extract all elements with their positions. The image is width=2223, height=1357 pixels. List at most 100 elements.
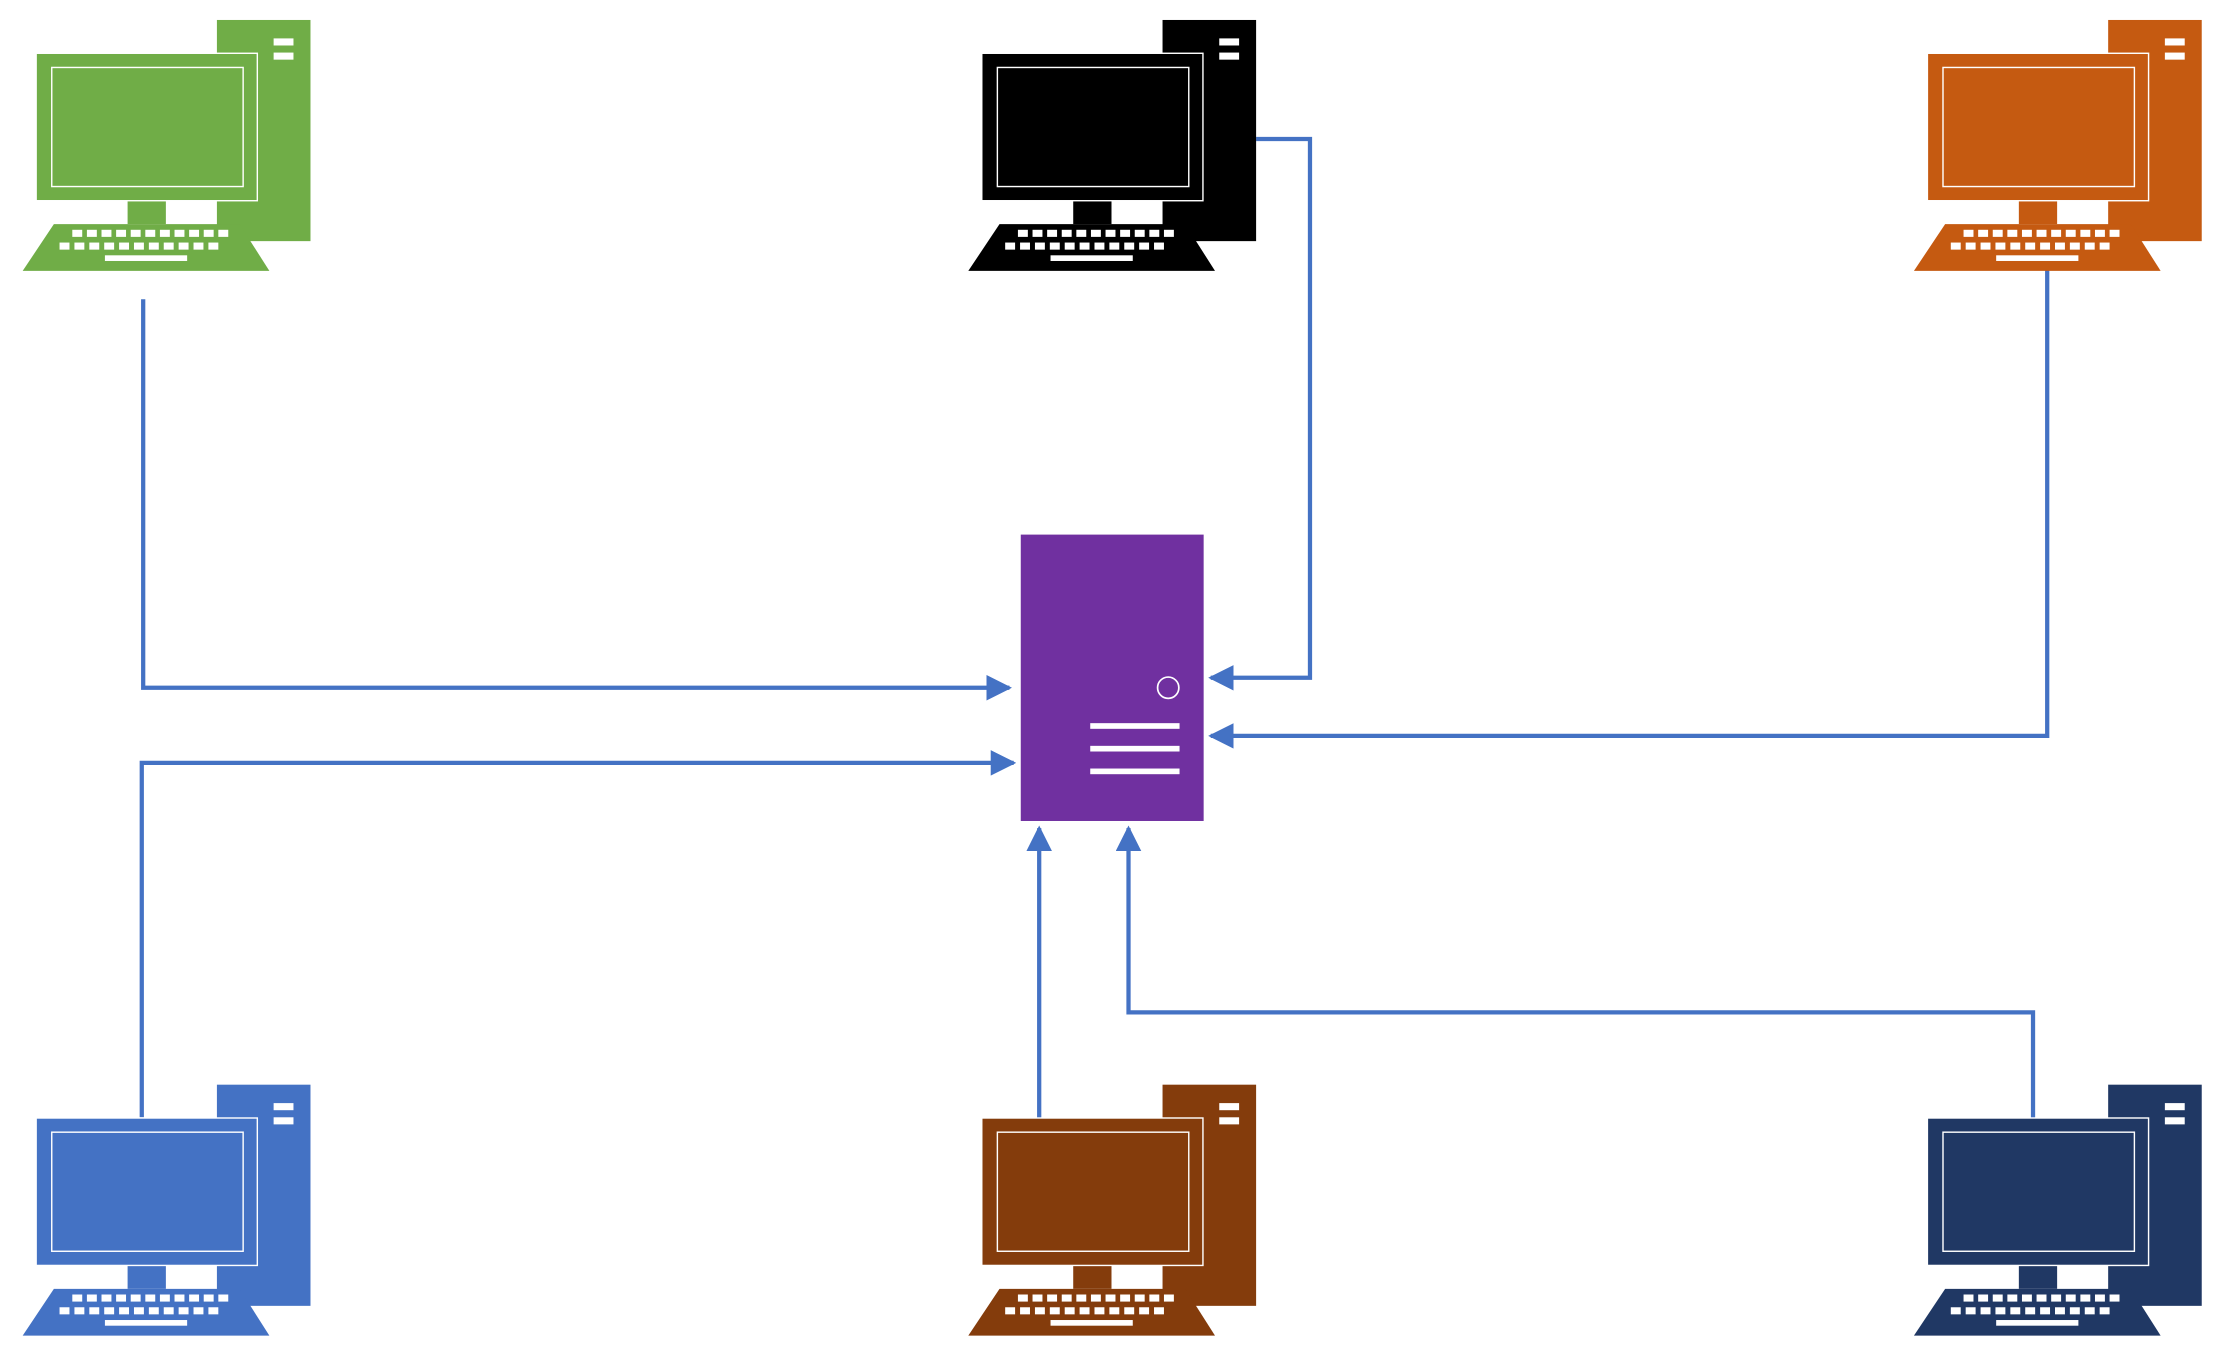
monitor — [981, 52, 1204, 225]
drive-bay — [1219, 52, 1240, 60]
key — [2051, 229, 2062, 237]
computer-bottom-right — [1913, 1084, 2202, 1336]
key — [1963, 1294, 1974, 1302]
key — [104, 242, 115, 250]
key — [1090, 229, 1101, 237]
key — [1124, 1307, 1135, 1315]
drive-bay — [2164, 52, 2185, 60]
connector-bottom-center — [1026, 825, 1079, 1131]
key — [72, 229, 83, 237]
monitor — [35, 52, 259, 225]
server-power-led — [1156, 676, 1180, 700]
key — [1017, 1294, 1028, 1302]
key — [159, 229, 170, 237]
key — [2025, 242, 2036, 250]
monitor — [981, 1117, 1204, 1289]
key — [130, 229, 141, 237]
computer-top-center — [968, 19, 1257, 271]
key — [1079, 1307, 1090, 1315]
key — [74, 242, 85, 250]
key — [2099, 1307, 2110, 1315]
monitor-stand — [1073, 1266, 1112, 1289]
drive-bay — [1219, 38, 1240, 46]
drive-bay — [2164, 38, 2185, 46]
key — [1995, 242, 2006, 250]
key — [2080, 1294, 2091, 1302]
key — [1134, 229, 1145, 237]
key — [119, 242, 130, 250]
keyboard-icon — [968, 1288, 1215, 1336]
key — [1965, 1307, 1976, 1315]
key — [1992, 229, 2003, 237]
key — [2021, 1294, 2032, 1302]
key — [2054, 1307, 2065, 1315]
keyboard-icon — [1913, 224, 2161, 271]
key — [218, 229, 229, 237]
spacebar — [1996, 255, 2079, 261]
key — [2036, 1294, 2047, 1302]
key — [1154, 242, 1164, 250]
key — [133, 242, 144, 250]
key — [2065, 1294, 2076, 1302]
monitor-stand — [127, 201, 166, 225]
key — [1049, 1307, 1060, 1315]
key — [1005, 242, 1016, 250]
screen — [51, 1131, 244, 1252]
keyboard-icon — [22, 1288, 270, 1336]
key — [2007, 229, 2018, 237]
key — [2051, 1294, 2062, 1302]
key — [189, 1294, 200, 1302]
key — [130, 1294, 141, 1302]
monitor-stand — [127, 1266, 166, 1289]
screen — [51, 66, 244, 188]
spacebar — [1996, 1320, 2079, 1326]
key — [1965, 242, 1976, 250]
monitor-stand — [1073, 201, 1112, 225]
drive-bay — [273, 52, 294, 60]
keyboard-icon — [22, 224, 270, 271]
key — [1047, 229, 1058, 237]
key — [2040, 1307, 2051, 1315]
key — [1124, 242, 1135, 250]
key — [148, 242, 159, 250]
computer-top-right — [1913, 19, 2202, 271]
key — [2021, 229, 2032, 237]
key — [1134, 1294, 1145, 1302]
key — [2025, 1307, 2036, 1315]
server-drive-slot — [1090, 768, 1180, 775]
monitor-stand — [2018, 201, 2058, 225]
connector-top-left — [141, 299, 1012, 701]
key — [2084, 1307, 2095, 1315]
key — [1094, 1307, 1105, 1315]
key — [1064, 1307, 1075, 1315]
key — [2094, 1294, 2105, 1302]
server-tower-icon — [1020, 534, 1204, 821]
key — [1963, 229, 1974, 237]
key — [2040, 242, 2051, 250]
key — [2109, 1294, 2120, 1302]
spacebar — [1050, 255, 1133, 261]
key — [1061, 229, 1072, 237]
key — [2010, 242, 2021, 250]
key — [1105, 229, 1116, 237]
key — [2094, 229, 2105, 237]
key — [1950, 242, 1961, 250]
connector-top-center — [1208, 136, 1313, 691]
key — [1980, 242, 1991, 250]
key — [72, 1294, 83, 1302]
key — [116, 229, 127, 237]
key — [1978, 1294, 1989, 1302]
key — [2010, 1307, 2021, 1315]
key — [116, 1294, 127, 1302]
key — [1950, 1307, 1961, 1315]
screen — [996, 66, 1190, 188]
key — [1020, 242, 1030, 250]
key — [2109, 229, 2120, 237]
key — [101, 229, 112, 237]
key — [1978, 229, 1989, 237]
key — [1020, 1307, 1030, 1315]
key — [1079, 242, 1090, 250]
key — [119, 1307, 130, 1315]
key — [86, 229, 97, 237]
